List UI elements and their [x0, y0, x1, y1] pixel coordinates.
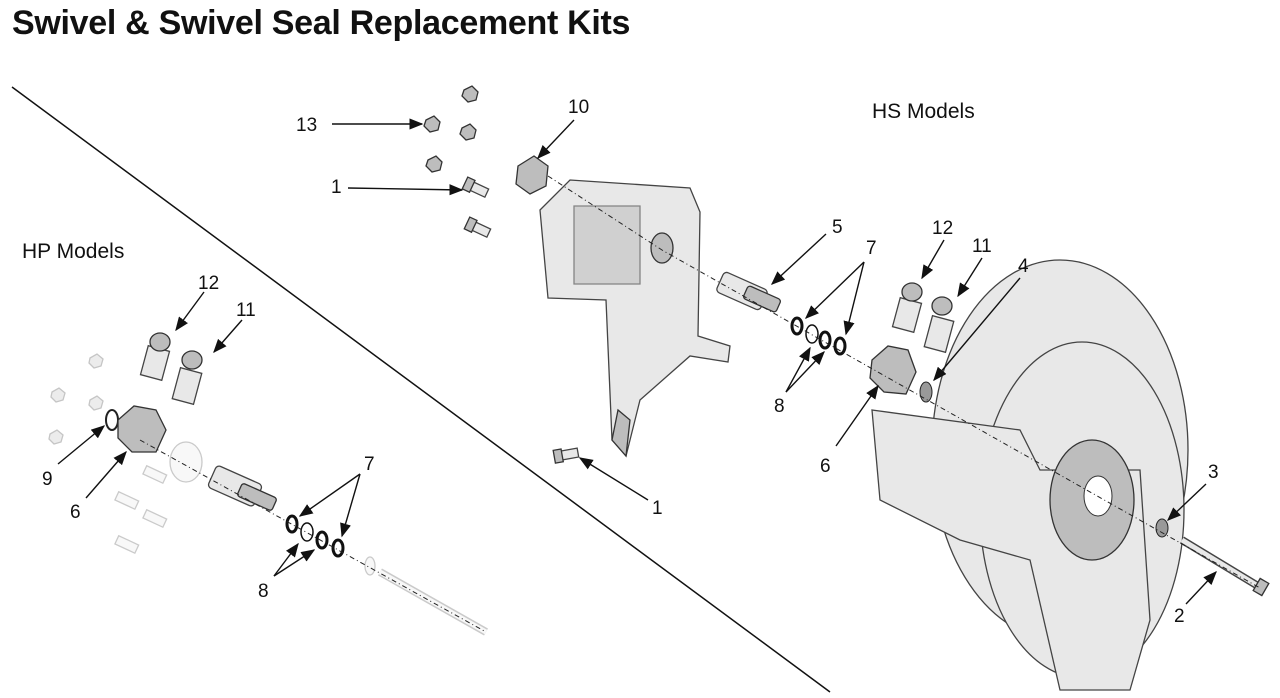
hs-nuts	[423, 85, 479, 173]
hs-callout-5: 5	[770, 217, 843, 285]
hs-o-rings	[790, 316, 847, 356]
hs-callout-11: 11	[957, 236, 992, 298]
hp-callout-6: 6	[70, 450, 127, 523]
hs-elbow-fittings	[891, 282, 955, 354]
svg-text:6: 6	[820, 456, 831, 477]
hp-callout-9: 9	[42, 425, 106, 490]
hp-models-assembly: 12 11 9 6 7 8	[42, 273, 488, 636]
hp-swivel	[207, 465, 277, 511]
hs-bolts	[461, 176, 580, 464]
hs-reel	[871, 259, 1189, 691]
hs-callout-1-bottom: 1	[578, 457, 663, 519]
hs-models-label: HS Models	[872, 100, 975, 123]
svg-text:4: 4	[1018, 256, 1029, 277]
hs-callout-1-top: 1	[331, 177, 464, 198]
svg-text:1: 1	[652, 498, 663, 519]
hs-callout-8: 8	[774, 346, 825, 417]
svg-text:12: 12	[932, 218, 953, 239]
hp-hex-housing	[117, 405, 167, 453]
svg-text:9: 9	[42, 469, 53, 490]
page-title: Swivel & Swivel Seal Replacement Kits	[12, 4, 631, 42]
hs-long-bolt	[1179, 536, 1270, 597]
svg-text:7: 7	[364, 454, 375, 475]
svg-text:12: 12	[198, 273, 219, 294]
hp-callout-8: 8	[258, 542, 316, 602]
hs-models-assembly: 13 1 10 5 7 8 12 11	[296, 85, 1270, 691]
hs-callout-3: 3	[1166, 462, 1219, 521]
svg-text:7: 7	[866, 238, 877, 259]
svg-text:8: 8	[774, 396, 785, 417]
hs-callout-6: 6	[820, 384, 879, 477]
svg-text:11: 11	[972, 236, 992, 257]
hs-callout-10: 10	[537, 97, 589, 160]
hp-models-label: HP Models	[22, 240, 124, 263]
svg-text:6: 6	[70, 502, 81, 523]
svg-text:1: 1	[331, 177, 342, 198]
svg-text:2: 2	[1174, 606, 1185, 627]
svg-text:5: 5	[832, 217, 843, 238]
hs-callout-4: 4	[933, 256, 1029, 382]
hp-callout-11: 11	[213, 300, 256, 354]
hs-small-washer	[1155, 518, 1169, 538]
hp-snap-ring	[105, 409, 119, 431]
svg-text:13: 13	[296, 115, 317, 136]
hs-center-axis	[547, 175, 1261, 589]
hs-callout-7: 7	[804, 238, 877, 336]
hs-washer	[919, 381, 933, 403]
hp-o-rings	[285, 514, 345, 558]
hs-callout-13: 13	[296, 115, 424, 136]
hs-hex-housing	[869, 345, 917, 395]
hs-large-nut	[515, 155, 549, 195]
hs-swivel	[716, 271, 781, 313]
hp-elbow-fittings	[139, 332, 203, 406]
svg-text:3: 3	[1208, 462, 1219, 483]
hs-callout-12: 12	[921, 218, 953, 280]
hs-bracket	[539, 179, 731, 458]
hs-callout-2: 2	[1174, 570, 1217, 627]
hp-callout-7: 7	[298, 454, 375, 538]
svg-text:8: 8	[258, 581, 269, 602]
svg-text:10: 10	[568, 97, 589, 118]
svg-text:11: 11	[236, 300, 256, 321]
hp-callout-12: 12	[175, 273, 219, 332]
section-divider-line	[11, 86, 831, 693]
